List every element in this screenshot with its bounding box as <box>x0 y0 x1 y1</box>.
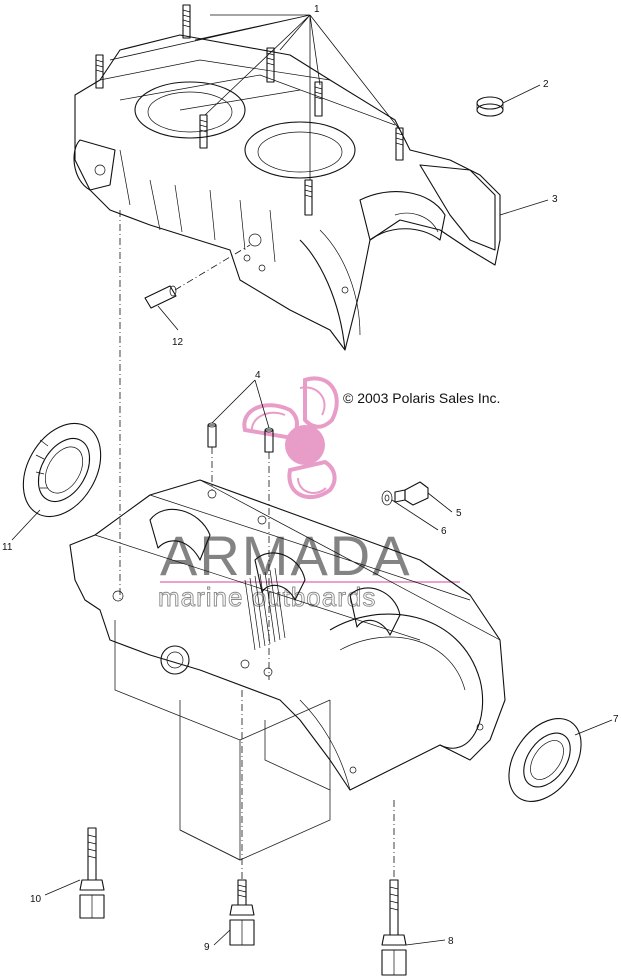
callout-1: 1 <box>314 4 320 15</box>
callout-5: 5 <box>456 508 462 519</box>
callout-4: 4 <box>255 370 261 381</box>
cylinder-studs <box>95 4 404 216</box>
drain-plug <box>381 481 429 506</box>
copyright-text: © 2003 Polaris Sales Inc. <box>343 390 500 406</box>
callout-12: 12 <box>172 337 184 348</box>
callout-2: 2 <box>543 79 549 90</box>
o-ring-part <box>476 96 504 117</box>
lower-crankcase <box>69 479 506 861</box>
callout-10: 10 <box>30 894 42 905</box>
upper-crankcase <box>73 34 501 351</box>
dowel-pin-part <box>144 244 251 309</box>
callout-9: 9 <box>204 942 210 953</box>
callout-3: 3 <box>552 194 558 205</box>
callout-labels: 1 2 3 4 5 6 7 8 9 10 11 12 <box>2 4 619 953</box>
armada-watermark: ARMADA marine outboards <box>158 376 460 612</box>
callout-8: 8 <box>448 936 454 947</box>
callout-7: 7 <box>613 714 619 725</box>
crankcase-bolts <box>79 210 407 976</box>
callout-11: 11 <box>2 542 13 553</box>
leader-lines <box>11 14 613 946</box>
propeller-logo <box>242 376 339 500</box>
callout-6: 6 <box>441 526 447 537</box>
right-oil-seal <box>508 718 582 802</box>
left-oil-seal <box>22 422 102 518</box>
